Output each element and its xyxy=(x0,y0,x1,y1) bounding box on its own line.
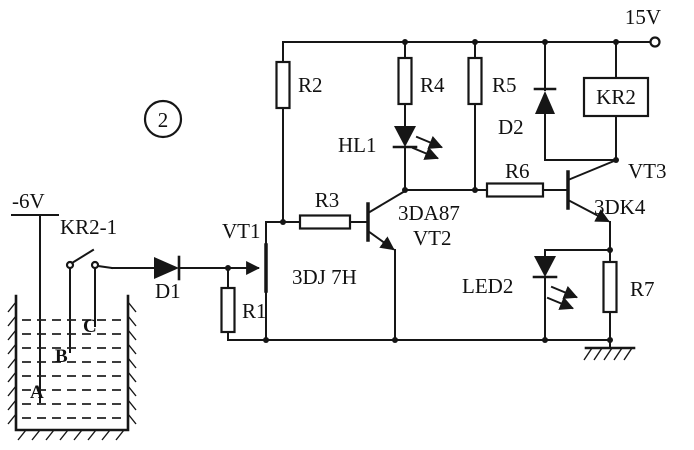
level-a-label: A xyxy=(30,382,44,403)
earth-ground-symbol xyxy=(583,339,636,361)
positive-supply-rail: 15V xyxy=(282,5,661,48)
hl1-label: HL1 xyxy=(338,133,377,157)
resistor-r7: R7 xyxy=(602,249,655,341)
kr2-contact-label: KR2-1 xyxy=(60,215,117,239)
diode-d2: D2 xyxy=(498,41,557,161)
water-tank: C B A xyxy=(7,294,137,441)
vt1-type-label: 3DJ 7H xyxy=(292,265,357,289)
r4-label: R4 xyxy=(420,73,445,97)
vt2-type-label: 3DA87 xyxy=(398,201,460,225)
transistor-vt1: VT1 3DJ 7H xyxy=(222,219,357,341)
r1-label: R1 xyxy=(242,299,267,323)
vt3-type-label: 3DK4 xyxy=(594,195,646,219)
transistor-vt3: VT3 3DK4 xyxy=(566,159,667,251)
kr2-coil-label: KR2 xyxy=(596,85,636,109)
d2-label: D2 xyxy=(498,115,524,139)
relay-coil-kr2: KR2 xyxy=(544,41,650,161)
resistor-r4: R4 xyxy=(397,41,445,127)
resistor-r5: R5 xyxy=(467,41,517,191)
vee-label: -6V xyxy=(12,189,45,213)
negative-supply: -6V xyxy=(11,189,59,403)
vt2-label: VT2 xyxy=(413,226,452,250)
supply-terminal xyxy=(649,36,661,48)
vt1-label: VT1 xyxy=(222,219,261,243)
r3-label: R3 xyxy=(315,188,340,212)
level-b-label: B xyxy=(55,346,68,367)
led2-label: LED2 xyxy=(462,274,513,298)
resistor-r3: R3 xyxy=(298,188,367,230)
resistor-r6: R6 xyxy=(404,159,567,198)
junction-dots xyxy=(225,39,619,343)
d1-label: D1 xyxy=(155,279,181,303)
figure-number-badge: 2 xyxy=(143,99,183,139)
resistor-r1: R1 xyxy=(220,267,267,341)
resistor-r2: R2 xyxy=(275,41,323,223)
r7-label: R7 xyxy=(630,277,655,301)
relay-contact-kr2-1: KR2-1 xyxy=(60,215,117,353)
transistor-vt2: 3DA87 VT2 xyxy=(366,189,460,341)
r6-label: R6 xyxy=(505,159,530,183)
r5-label: R5 xyxy=(492,73,517,97)
figure-number: 2 xyxy=(158,108,169,132)
vt3-label: VT3 xyxy=(628,159,667,183)
r2-label: R2 xyxy=(298,73,323,97)
led-hl1: HL1 xyxy=(338,126,443,191)
led-led2: LED2 xyxy=(462,249,611,341)
level-c-label: C xyxy=(83,316,97,337)
vcc-label: 15V xyxy=(625,5,661,29)
diode-d1: D1 xyxy=(111,255,253,303)
